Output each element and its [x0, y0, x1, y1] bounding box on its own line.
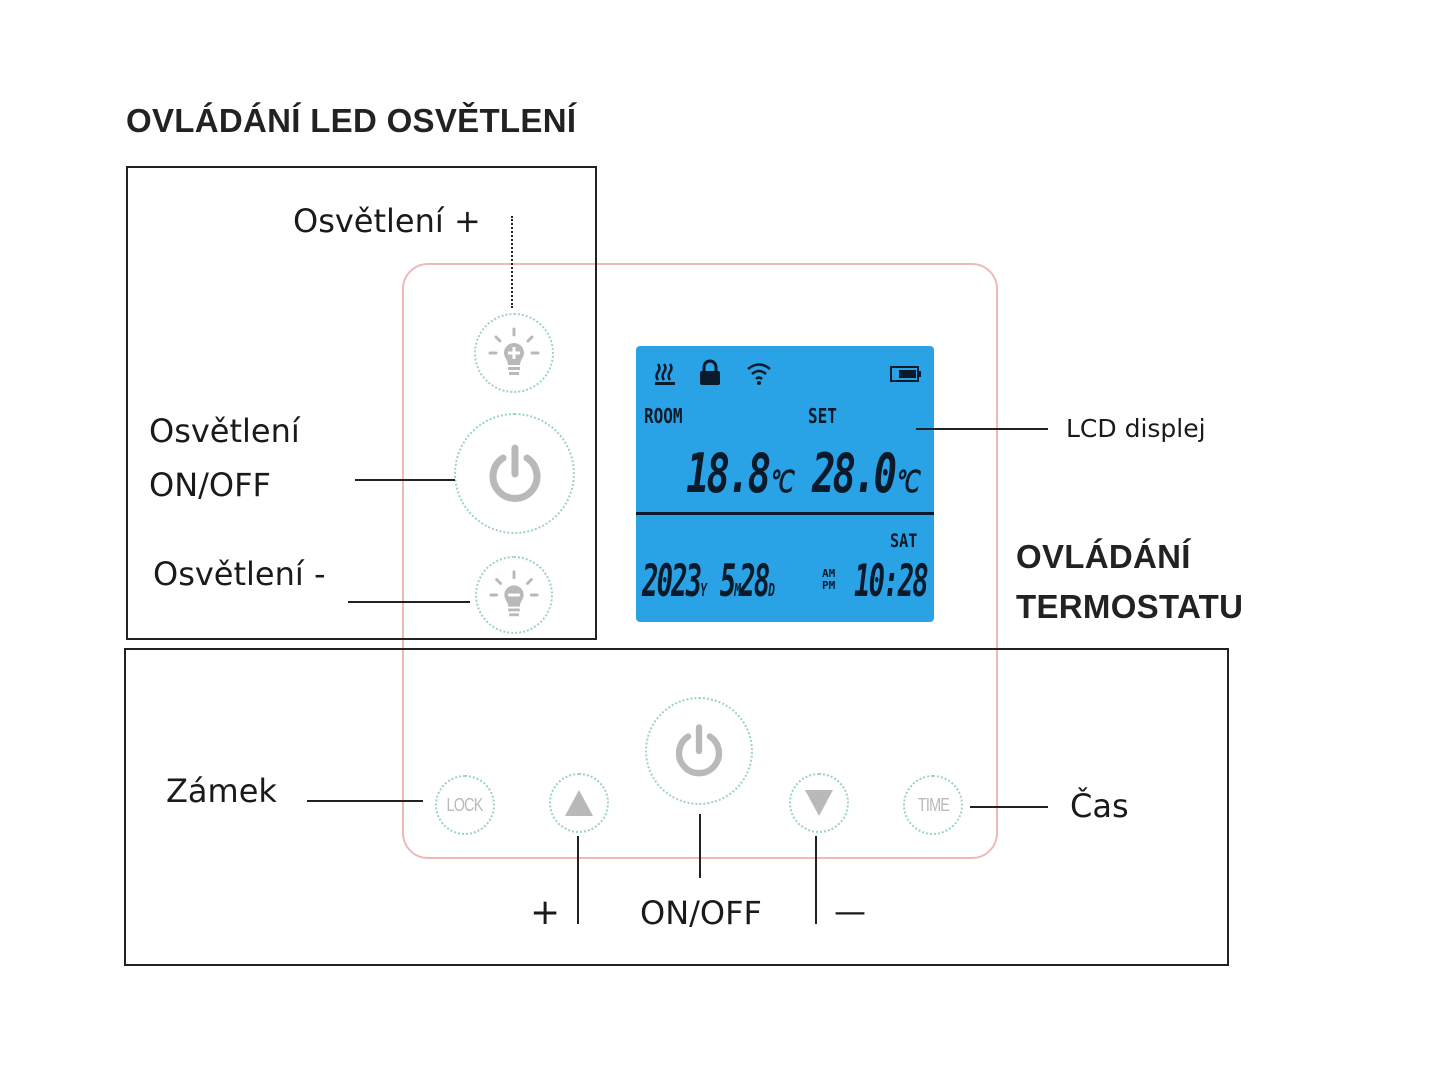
light-onoff-pointer-line	[355, 479, 455, 481]
temp-up-pointer-line	[577, 836, 579, 924]
light-minus-pointer-line	[348, 601, 470, 603]
time-label: Čas	[1070, 787, 1129, 825]
lcd-display-label: LCD displej	[1066, 414, 1206, 443]
thermostat-control-box	[124, 648, 1229, 966]
arrow-up-icon	[565, 790, 593, 816]
light-bulb-plus-icon	[488, 327, 540, 375]
lcd-day-of-month: 28	[739, 556, 770, 607]
power-icon	[675, 724, 723, 777]
lcd-month: 5	[719, 556, 736, 607]
lcd-room-label: ROOM	[644, 404, 683, 428]
wifi-icon	[747, 363, 771, 385]
lcd-year: 2023	[642, 556, 702, 607]
light-plus-button[interactable]	[474, 313, 554, 393]
temp-up-button[interactable]	[549, 773, 609, 833]
lcd-pointer-line	[916, 428, 1048, 430]
lcd-day: SAT	[890, 530, 918, 552]
power-icon	[489, 444, 540, 502]
lcd-date-time: 2023Y 5M28D	[642, 556, 775, 607]
led-control-box	[126, 166, 597, 640]
light-minus-button[interactable]	[475, 556, 553, 634]
power-button[interactable]	[645, 697, 753, 805]
minus-label: —	[834, 892, 866, 930]
lcd-divider	[636, 512, 934, 515]
temp-down-button[interactable]	[789, 773, 849, 833]
light-plus-pointer-line	[511, 216, 513, 308]
lock-label: Zámek	[166, 772, 277, 810]
light-onoff-label: Osvětlení ON/OFF	[149, 412, 300, 504]
lock-pointer-line	[307, 800, 423, 802]
light-bulb-minus-icon	[489, 570, 539, 617]
onoff-label: ON/OFF	[640, 894, 762, 932]
lcd-set-label: SET	[808, 404, 837, 428]
thermostat-control-header: OVLÁDÁNÍ TERMOSTATU	[1016, 538, 1244, 625]
lcd-set-temp: 28.0℃	[812, 442, 918, 505]
arrow-down-icon	[805, 790, 833, 816]
lcd-clock: 10:28	[854, 556, 929, 607]
plus-label: +	[530, 892, 561, 933]
heating-icon	[655, 363, 675, 385]
lock-icon	[700, 359, 720, 385]
lock-button-label: LOCK	[446, 794, 484, 815]
battery-icon	[890, 366, 921, 382]
time-button-label: TIME	[917, 794, 949, 815]
lcd-room-temp: 18.8℃	[686, 442, 792, 505]
temp-down-pointer-line	[815, 836, 817, 924]
light-power-button[interactable]	[454, 413, 575, 534]
led-control-header: OVLÁDÁNÍ LED OSVĚTLENÍ	[126, 102, 577, 139]
time-button[interactable]: TIME	[903, 775, 963, 835]
light-minus-label: Osvětlení -	[153, 555, 326, 593]
light-plus-label: Osvětlení +	[293, 202, 481, 240]
lock-button[interactable]: LOCK	[435, 775, 495, 835]
time-pointer-line	[970, 806, 1048, 808]
power-pointer-line	[699, 814, 701, 878]
